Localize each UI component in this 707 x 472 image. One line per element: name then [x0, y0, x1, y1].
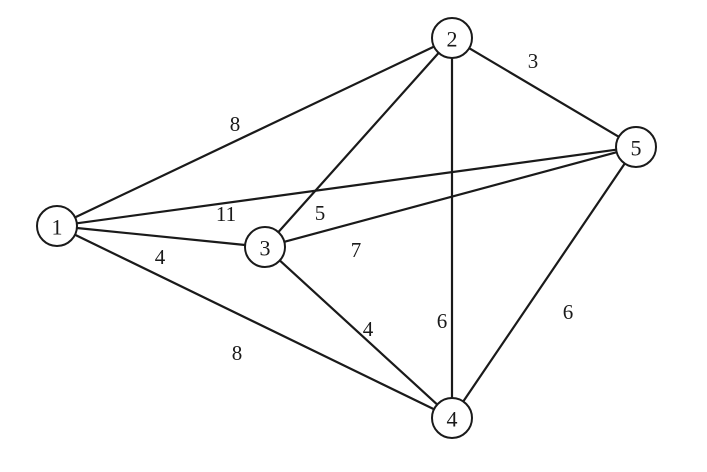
- edge-2-5: [468, 47, 620, 138]
- nodes-layer: 1 2 3 4 5: [36, 17, 657, 439]
- edge-1-4: [73, 233, 436, 411]
- edge-1-2: [73, 45, 436, 219]
- edge-weights-layer: 8 11 4 8 3 5 6 7 4 6: [155, 49, 574, 365]
- node-4: 4: [431, 397, 473, 439]
- node-label-3: 3: [260, 236, 271, 261]
- node-5: 5: [615, 126, 657, 168]
- edge-weight-3-5: 7: [351, 238, 362, 262]
- node-label-5: 5: [631, 136, 642, 161]
- node-1: 1: [36, 205, 78, 247]
- edge-weight-5-4: 6: [563, 300, 574, 324]
- edge-2-3: [277, 51, 440, 234]
- edge-weight-1-5: 11: [216, 202, 236, 226]
- edge-3-5: [283, 151, 618, 243]
- edge-weight-3-4: 4: [363, 317, 374, 341]
- edge-weight-1-2: 8: [230, 112, 241, 136]
- edge-weight-1-3: 4: [155, 245, 166, 269]
- edge-weight-2-3: 5: [315, 201, 326, 225]
- node-circle-3: [244, 226, 286, 268]
- edge-3-4: [278, 259, 439, 406]
- node-2: 2: [431, 17, 473, 59]
- edge-weight-2-5: 3: [528, 49, 539, 73]
- edge-1-3: [75, 226, 247, 247]
- node-label-1: 1: [52, 215, 63, 240]
- edges-layer: [73, 45, 626, 411]
- node-label-4: 4: [447, 407, 458, 432]
- node-label-2: 2: [447, 27, 458, 52]
- node-circle-1: [36, 205, 78, 247]
- edge-5-4: [462, 162, 626, 403]
- node-circle-4: [431, 397, 473, 439]
- node-3: 3: [244, 226, 286, 268]
- edge-1-5: [75, 148, 618, 225]
- edge-weight-2-4: 6: [437, 309, 448, 333]
- node-circle-2: [431, 17, 473, 59]
- node-circle-5: [615, 126, 657, 168]
- edge-weight-1-4: 8: [232, 341, 243, 365]
